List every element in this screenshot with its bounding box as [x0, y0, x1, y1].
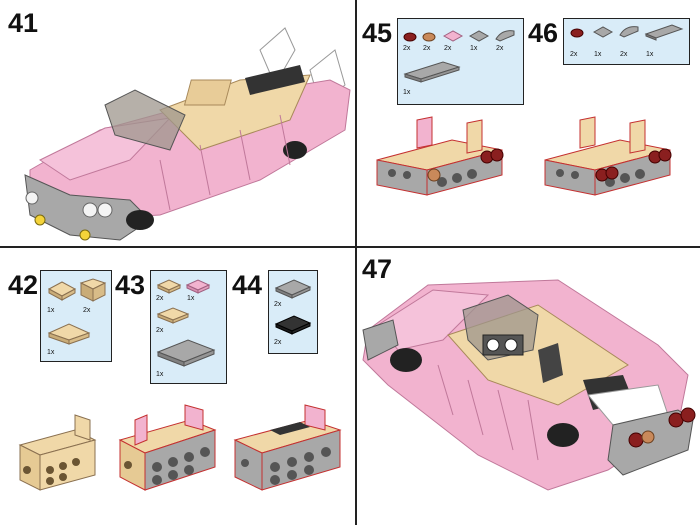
step-number-46: 46 — [528, 18, 559, 48]
tan-plate-2x4 — [47, 323, 91, 345]
qty-label: 1x — [47, 349, 55, 356]
step-number-41: 41 — [8, 8, 39, 38]
car-model-step-47 — [362, 279, 696, 491]
parts-callout-42: 1x 2x 1x — [40, 270, 112, 362]
tan-plate-1x3 — [156, 307, 190, 324]
dark-red-round-tile-icon — [403, 32, 417, 42]
divider-horizontal-left — [0, 246, 355, 248]
qty-label: 1x — [403, 89, 411, 96]
parts-callout-46: 2x 1x 2x 1x — [563, 18, 690, 65]
step-number-43: 43 — [115, 270, 146, 300]
tan-round-tile-icon — [422, 32, 436, 42]
qty-label: 2x — [156, 327, 164, 334]
qty-label: 2x — [423, 45, 431, 52]
qty-label: 1x — [47, 307, 55, 314]
subassembly-45 — [376, 116, 504, 196]
subassembly-43 — [118, 404, 217, 491]
grey-curved-slope — [495, 30, 515, 42]
qty-label: 2x — [570, 51, 578, 58]
qty-label: 2x — [156, 295, 164, 302]
qty-label: 1x — [646, 51, 654, 58]
dark-red-round-tile-icon — [570, 28, 584, 38]
grey-curved-slope — [619, 26, 639, 38]
qty-label: 1x — [594, 51, 602, 58]
qty-label: 1x — [470, 45, 478, 52]
step-number-44: 44 — [232, 270, 263, 300]
step-number-47: 47 — [362, 254, 393, 284]
grey-plate-2x6 — [156, 339, 216, 367]
grey-tile-1x2 — [592, 26, 614, 38]
parts-callout-43: 2x 1x 2x 1x — [150, 270, 227, 384]
qty-label: 1x — [187, 295, 195, 302]
step-number-42: 42 — [8, 270, 39, 300]
pink-plate-1x2 — [185, 279, 211, 294]
subassembly-46 — [544, 116, 672, 196]
grey-plate-2x3 — [274, 279, 312, 299]
tan-plate-1x2 — [156, 279, 182, 294]
car-model-step-41 — [24, 27, 351, 241]
parts-callout-44: 2x 2x — [268, 270, 318, 354]
divider-vertical — [355, 0, 357, 525]
qty-label: 2x — [620, 51, 628, 58]
qty-label: 2x — [274, 301, 282, 308]
qty-label: 2x — [403, 45, 411, 52]
qty-label: 2x — [83, 307, 91, 314]
divider-horizontal-right — [357, 246, 700, 248]
qty-label: 2x — [444, 45, 452, 52]
grey-plate-1x6 — [403, 61, 461, 83]
grey-plate-1x4 — [644, 24, 684, 41]
black-plate-2x3 — [274, 315, 312, 335]
grey-tile-1x2 — [468, 30, 490, 42]
pink-tile-1x2 — [442, 30, 464, 42]
parts-callout-45: 2x 2x 2x 1x 2x 1x — [397, 18, 524, 105]
subassembly-42 — [18, 414, 97, 491]
subassembly-44 — [233, 404, 342, 491]
tan-bracket-2x2 — [79, 278, 107, 302]
qty-label: 2x — [496, 45, 504, 52]
qty-label: 1x — [156, 371, 164, 378]
qty-label: 2x — [274, 339, 282, 346]
step-number-45: 45 — [362, 18, 393, 48]
tan-plate-2x2 — [47, 281, 77, 301]
